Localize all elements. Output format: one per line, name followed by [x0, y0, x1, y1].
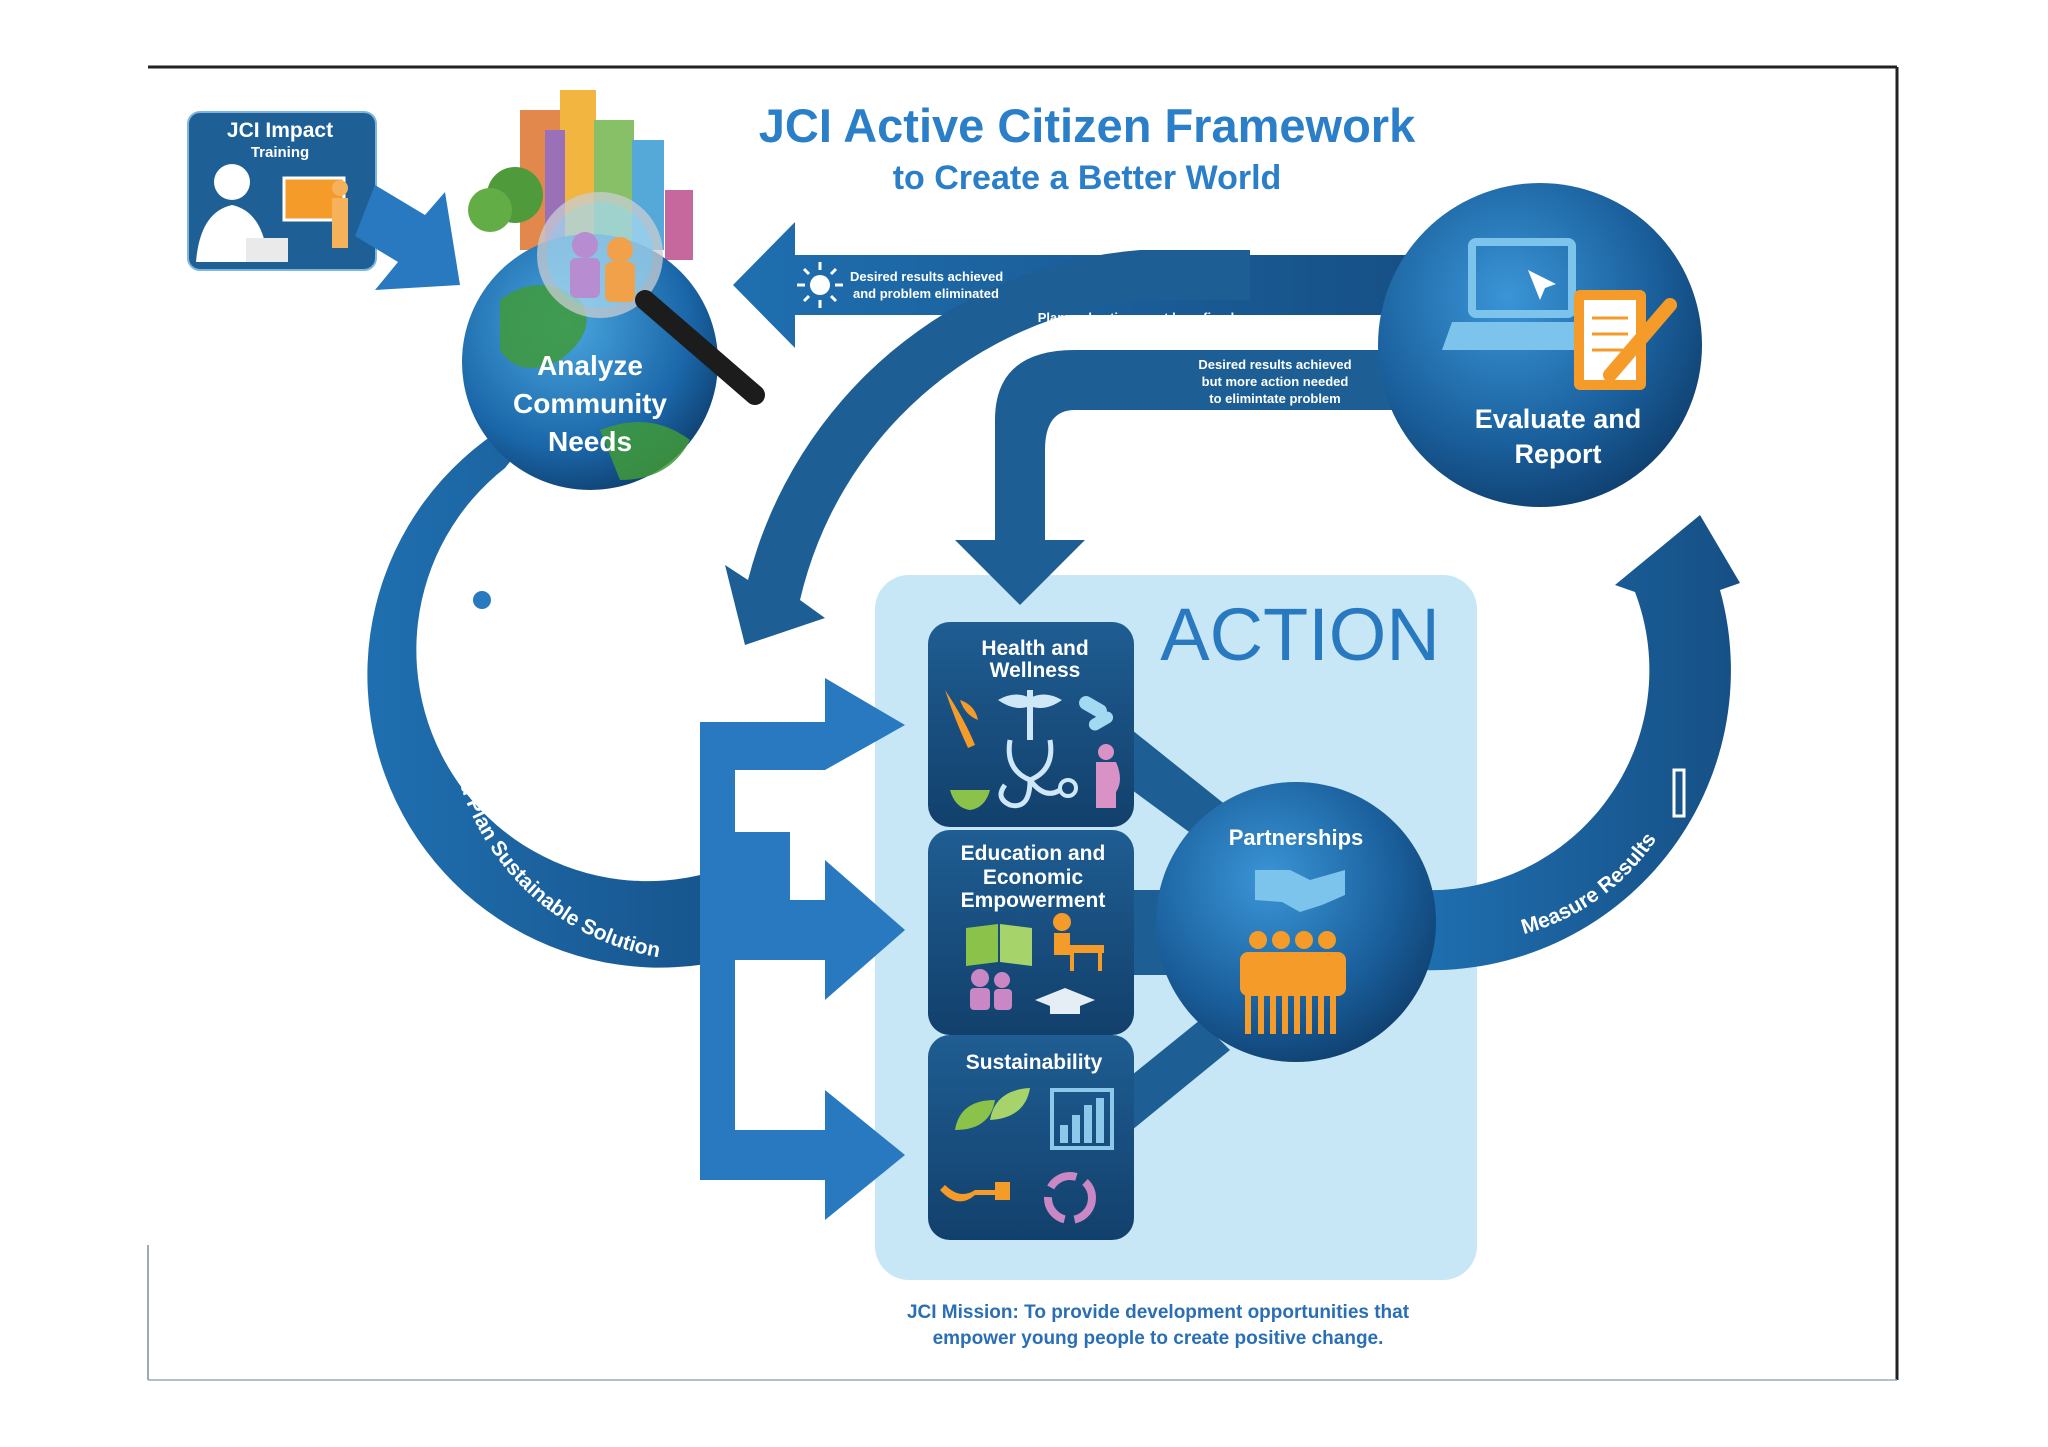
- redirect-arrow: [725, 250, 1250, 645]
- sustainability-label: Sustainability: [966, 1051, 1103, 1074]
- sun-icon: [797, 262, 843, 308]
- book-icon: [966, 924, 1032, 966]
- flow-top-2: and problem eliminated: [853, 286, 999, 301]
- flow-mid-1: Plan and action must be refined: [1038, 310, 1235, 325]
- connector-health: [1132, 730, 1232, 840]
- refine-arrow: [955, 350, 1430, 605]
- bowl-icon: [950, 790, 990, 810]
- pregnant-icon: [1096, 744, 1120, 808]
- mission-line-2: empower young people to create positive …: [933, 1328, 1384, 1349]
- people-icon: [970, 969, 1012, 1010]
- leaf-icon: [955, 1088, 1030, 1130]
- partnerships-label: Partnerships: [1229, 825, 1364, 850]
- plug-icon: [940, 1182, 1010, 1202]
- globe-land: [500, 285, 690, 480]
- ruler-icon: [1672, 768, 1686, 818]
- education-label-1: Education and: [961, 842, 1106, 865]
- chart-icon: [1050, 1088, 1114, 1150]
- education-arrow: [735, 860, 905, 1000]
- partnerships-ball: [1156, 782, 1436, 1062]
- stethoscope-icon: [998, 739, 1062, 809]
- connector-sustain: [1132, 1020, 1230, 1130]
- analyze-label-3: Needs: [548, 426, 632, 457]
- evaluate-label-1: Evaluate and: [1475, 404, 1642, 434]
- page-title: JCI Active Citizen Framework: [759, 99, 1416, 152]
- flow-low-3: to elimintate problem: [1209, 391, 1340, 406]
- flow-low-2: but more action needed: [1202, 374, 1349, 389]
- flow-mid-2: to acheive desired results: [1056, 327, 1216, 342]
- evaluate-label-2: Report: [1515, 439, 1602, 469]
- handshake-icon: [1255, 870, 1345, 912]
- health-label-1: Health and: [981, 637, 1088, 660]
- education-label-2: Economic: [983, 866, 1084, 889]
- student-desk-icon: [1053, 913, 1104, 971]
- education-label-3: Empowerment: [961, 889, 1106, 912]
- health-label-2: Wellness: [990, 659, 1081, 682]
- laptop-icon: [1442, 238, 1606, 350]
- measure-arrow: [1420, 515, 1740, 971]
- training-arrow: [355, 185, 460, 290]
- sustainability-box: [928, 1035, 1134, 1240]
- flow-low-1: Desired results achieved: [1198, 357, 1351, 372]
- analyze-label-2: Community: [513, 388, 667, 419]
- notepad-icon: [1574, 290, 1677, 390]
- recycle-icon: [1044, 1172, 1096, 1224]
- action-title: ACTION: [1160, 593, 1440, 676]
- training-title: JCI Impact: [227, 119, 333, 142]
- wheat-icon: [945, 690, 978, 748]
- group-icon: [1240, 931, 1346, 1034]
- graduation-cap-icon: [1035, 988, 1095, 1014]
- magnifier-icon: [537, 192, 765, 405]
- pills-icon: [1079, 696, 1114, 731]
- formulate-arrow: [367, 400, 790, 968]
- lightbulb-head-icon: [462, 568, 520, 645]
- analyze-label-1: Analyze: [537, 350, 643, 381]
- stethoscope-head: [1058, 778, 1078, 798]
- training-subtitle: Training: [251, 144, 309, 161]
- trainer-icon: [196, 164, 348, 262]
- page-subtitle: to Create a Better World: [893, 159, 1282, 197]
- flow-top-1: Desired results achieved: [850, 269, 1003, 284]
- mission-line-1: JCI Mission: To provide development oppo…: [907, 1302, 1410, 1323]
- caduceus-icon: [998, 690, 1062, 740]
